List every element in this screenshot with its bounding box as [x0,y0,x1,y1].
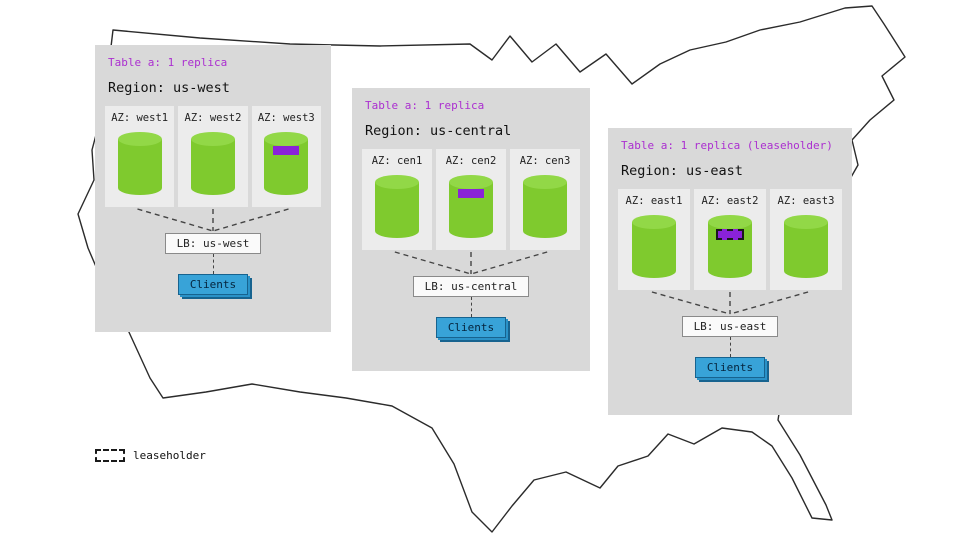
az-label: AZ: west1 [111,112,169,124]
clients-box: Clients [435,317,507,338]
leaseholder-swatch-icon [95,449,125,462]
db-cylinder [522,174,568,240]
db-cylinder [707,214,753,280]
lb-clients-connector [212,254,214,274]
table-replica-label: Table a: 1 replica [108,56,228,69]
connector-lines [651,291,809,315]
clients-box: Clients [694,357,766,378]
cylinder-icon [784,215,828,278]
az-label: AZ: cen3 [519,155,571,167]
region-card-us-central: Table a: 1 replica Region: us-central AZ… [352,88,590,371]
clients-box: Clients [177,274,249,295]
az-row: AZ: east1 AZ: east2 AZ: east3 [608,189,852,290]
az-label: AZ: cen2 [445,155,497,167]
az-box-cen1: AZ: cen1 [362,149,432,250]
load-balancer-box: LB: us-east [681,316,779,337]
load-balancer-box: LB: us-west [164,233,262,254]
table-replica-label: Table a: 1 replica [365,99,485,112]
legend-label: leaseholder [133,449,206,462]
cylinder-icon [190,132,235,195]
region-title: Region: us-east [621,163,743,179]
az-row: AZ: cen1 AZ: cen2 AZ: cen3 [352,149,590,250]
db-cylinder [190,131,236,197]
cylinder-icon [708,215,752,278]
az-box-cen3: AZ: cen3 [510,149,580,250]
cylinder-icon [117,132,162,195]
lb-clients-connector [729,337,731,357]
connector-lines [394,251,548,275]
az-label: AZ: east3 [777,195,835,207]
az-box-east3: AZ: east3 [770,189,842,290]
az-label: AZ: east2 [701,195,759,207]
cylinder-icon [632,215,676,278]
az-label: AZ: west3 [257,112,315,124]
leaseholder-marker [716,229,744,240]
cylinder-icon [523,175,567,238]
az-box-east1: AZ: east1 [618,189,690,290]
az-box-west2: AZ: west2 [178,106,248,207]
region-title: Region: us-west [108,80,230,96]
db-cylinder [448,174,494,240]
az-box-west1: AZ: west1 [105,106,175,207]
cylinder-icon [449,175,493,238]
cylinder-icon [264,132,309,195]
table-replica-label: Table a: 1 replica (leaseholder) [621,139,833,152]
db-cylinder [783,214,829,280]
connector-lines [137,208,289,232]
region-title: Region: us-central [365,123,512,139]
db-cylinder [263,131,309,197]
db-cylinder [117,131,163,197]
az-label: AZ: west2 [184,112,242,124]
replica-marker [273,146,300,155]
legend: leaseholder [95,449,206,462]
replica-marker [458,189,484,198]
db-cylinder [631,214,677,280]
az-label: AZ: east1 [625,195,683,207]
region-card-us-east: Table a: 1 replica (leaseholder) Region:… [608,128,852,415]
cylinder-icon [375,175,419,238]
load-balancer-box: LB: us-central [412,276,530,297]
az-label: AZ: cen1 [371,155,423,167]
az-box-east2: AZ: east2 [694,189,766,290]
az-box-cen2: AZ: cen2 [436,149,506,250]
region-card-us-west: Table a: 1 replica Region: us-west AZ: w… [95,45,331,332]
db-cylinder [374,174,420,240]
az-box-west3: AZ: west3 [251,106,321,207]
lb-clients-connector [470,297,472,317]
az-row: AZ: west1 AZ: west2 AZ: west3 [95,106,331,207]
